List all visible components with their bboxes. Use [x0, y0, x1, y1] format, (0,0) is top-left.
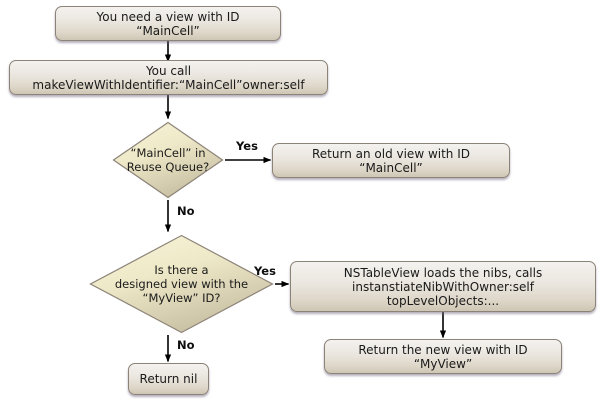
decision-reuse-line2: Reuse Queue? [126, 160, 210, 174]
node-decision-designed-view[interactable]: Is there a designed view with the “MyVie… [88, 233, 275, 335]
node-loads-nibs-line2: instanstiateNibWithOwner:self topLevelOb… [352, 279, 534, 308]
edge-label-designed-no: No [177, 338, 195, 352]
edge-label-reuse-no: No [177, 204, 195, 218]
node-start-label: You need a view with ID “MainCell” [96, 9, 240, 38]
node-start[interactable]: You need a view with ID “MainCell” [55, 6, 281, 41]
node-return-nil-label: Return nil [139, 372, 198, 386]
decision-reuse-line1: “MainCell” in [130, 146, 206, 160]
edge-label-designed-yes: Yes [254, 264, 276, 278]
node-decision-reuse-queue-text: “MainCell” in Reuse Queue? [127, 146, 209, 174]
diamond-shape [112, 121, 224, 199]
node-decision-designed-view-text: Is there a designed view with the “MyVie… [115, 263, 248, 305]
decision-designed-line1: Is there a [154, 263, 209, 277]
node-decision-reuse-queue[interactable]: “MainCell” in Reuse Queue? [111, 120, 225, 200]
node-return-old-view[interactable]: Return an old view with ID “MainCell” [272, 143, 510, 178]
decision-designed-line3: “MyView” ID? [142, 291, 221, 305]
edge-label-reuse-yes: Yes [236, 139, 258, 153]
node-call-makeview[interactable]: You call makeViewWithIdentifier:“MainCel… [9, 60, 328, 95]
diamond-shape [89, 234, 274, 334]
node-return-nil[interactable]: Return nil [128, 363, 209, 395]
node-call-makeview-label: You call makeViewWithIdentifier:“MainCel… [32, 63, 305, 92]
decision-designed-line2: designed view with the [114, 277, 249, 291]
node-return-new-view[interactable]: Return the new view with ID “MyView” [324, 339, 562, 374]
node-loads-nibs-line1: NSTableView loads the nibs, calls [343, 265, 543, 280]
node-loads-nibs[interactable]: NSTableView loads the nibs, calls instan… [290, 261, 596, 312]
node-return-new-view-label: Return the new view with ID “MyView” [358, 342, 528, 371]
node-return-old-view-label: Return an old view with ID “MainCell” [311, 146, 470, 175]
